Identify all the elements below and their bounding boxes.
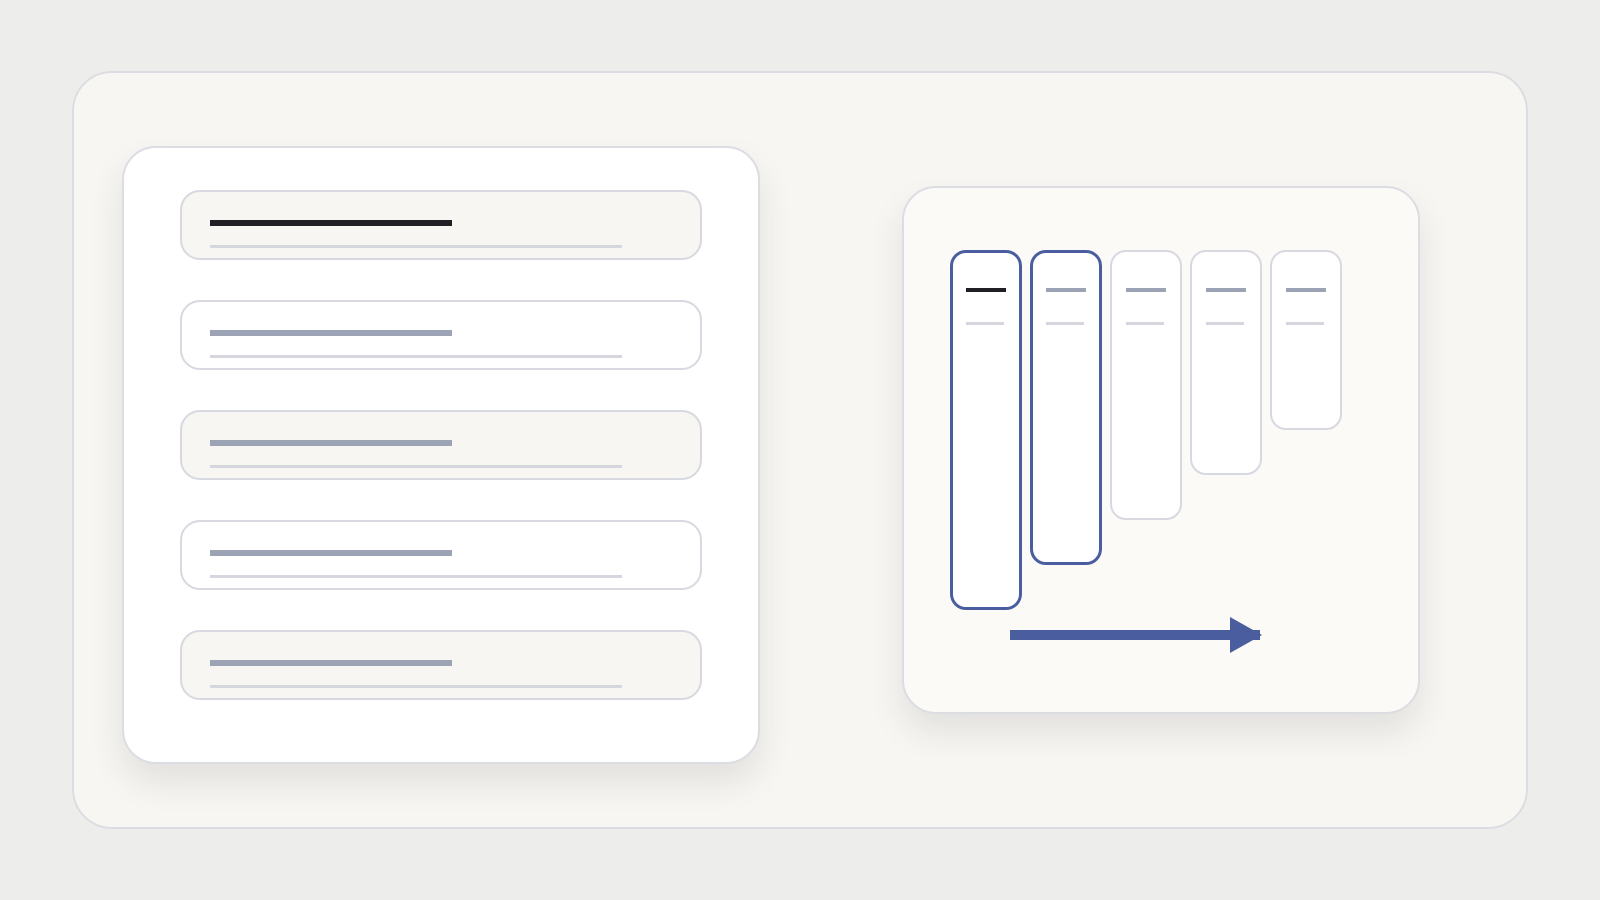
list-item-title-placeholder <box>210 330 452 336</box>
list-item-title-placeholder <box>210 440 452 446</box>
column-subtitle-placeholder <box>1286 322 1324 325</box>
column-tab-4[interactable] <box>1190 250 1262 475</box>
list-item-subtitle-placeholder <box>210 355 622 358</box>
list-item[interactable] <box>180 520 702 590</box>
column-title-placeholder <box>1206 288 1246 292</box>
list-item-subtitle-placeholder <box>210 685 622 688</box>
list-item-selected[interactable] <box>180 190 702 260</box>
column-tab-5[interactable] <box>1270 250 1342 430</box>
column-title-placeholder <box>1286 288 1326 292</box>
list-item[interactable] <box>180 410 702 480</box>
column-title-placeholder <box>1126 288 1166 292</box>
column-subtitle-placeholder <box>1046 322 1084 325</box>
list-item[interactable] <box>180 630 702 700</box>
column-title-placeholder <box>966 288 1006 292</box>
list-item-subtitle-placeholder <box>210 465 622 468</box>
list-item-subtitle-placeholder <box>210 245 622 248</box>
arrow-right-icon <box>1010 617 1262 653</box>
list-item-title-placeholder <box>210 220 452 226</box>
column-subtitle-placeholder <box>1126 322 1164 325</box>
list-item-subtitle-placeholder <box>210 575 622 578</box>
column-tab-2[interactable] <box>1030 250 1102 565</box>
column-tab-3[interactable] <box>1110 250 1182 520</box>
column-title-placeholder <box>1046 288 1086 292</box>
list-item-title-placeholder <box>210 550 452 556</box>
list-item[interactable] <box>180 300 702 370</box>
column-tab-1[interactable] <box>950 250 1022 610</box>
column-subtitle-placeholder <box>1206 322 1244 325</box>
list-item-title-placeholder <box>210 660 452 666</box>
column-subtitle-placeholder <box>966 322 1004 325</box>
